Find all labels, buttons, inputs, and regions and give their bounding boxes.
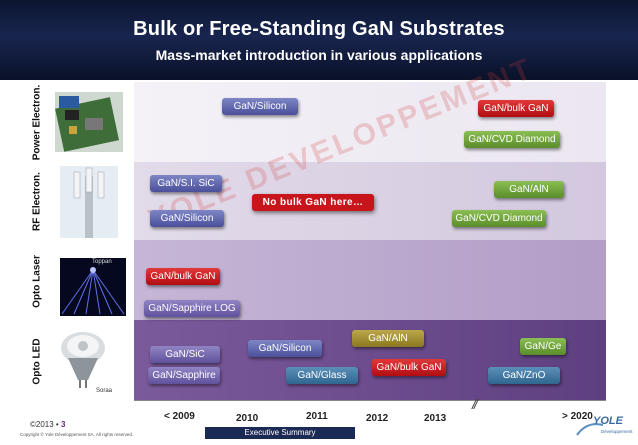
copyright-text: ©2013 • xyxy=(30,420,59,429)
tag-power-gan-cvd-diamond: GaN/CVD Diamond xyxy=(464,131,560,148)
tag-laser-gan-sapphire-log: GaN/Sapphire LOG xyxy=(144,300,240,317)
tag-rf-gan-silicon: GaN/Silicon xyxy=(150,210,224,227)
row-label-rf: RF Electron. xyxy=(31,172,43,231)
row-label-led: Opto LED xyxy=(31,338,43,385)
tag-led-gan-zno: GaN/ZnO xyxy=(488,367,560,384)
tag-rf-gan-aln: GaN/AlN xyxy=(494,181,564,198)
laser-caption: Toppan xyxy=(92,259,112,265)
row-label-power: Power Electron. xyxy=(31,84,43,161)
tag-led-gan-ge: GaN/Ge xyxy=(520,338,566,355)
tag-led-gan-bulk: GaN/bulk GaN xyxy=(372,359,446,376)
tick-2011: 2011 xyxy=(306,411,328,422)
rf-tower-photo xyxy=(60,166,118,238)
tag-laser-gan-bulk: GaN/bulk GaN xyxy=(146,268,220,285)
slide-title: Bulk or Free-Standing GaN Substrates xyxy=(133,18,505,40)
led-bulb-photo xyxy=(61,332,105,388)
row-label-laser: Opto Laser xyxy=(31,255,43,308)
tag-led-gan-sapphire: GaN/Sapphire xyxy=(148,367,220,384)
tag-rf-gan-cvd-diamond: GaN/CVD Diamond xyxy=(452,210,546,227)
tag-led-gan-aln: GaN/AlN xyxy=(352,330,424,347)
slide-subtitle: Mass-market introduction in various appl… xyxy=(155,47,483,63)
tick-gt-2020: > 2020 xyxy=(562,411,593,422)
yole-logo-mark xyxy=(576,423,604,436)
copyright-line: ©2013 • 3 xyxy=(30,420,65,429)
title-banner: Bulk or Free-Standing GaN Substrates Mas… xyxy=(0,0,638,80)
power-module-photo xyxy=(55,92,123,152)
section-label: Executive Summary xyxy=(205,427,355,439)
laser-photo xyxy=(60,258,126,316)
page-number: 3 xyxy=(60,420,66,429)
tag-power-gan-silicon: GaN/Silicon xyxy=(222,98,298,115)
tick-2010: 2010 xyxy=(236,413,259,424)
tick-2012: 2012 xyxy=(366,413,389,424)
logo-subtext: Développement xyxy=(601,429,633,434)
tick-lt-2009: < 2009 xyxy=(164,411,195,422)
tag-led-gan-sic: GaN/SiC xyxy=(150,346,220,363)
tag-led-gan-silicon: GaN/Silicon xyxy=(248,340,322,357)
power-electronics-band xyxy=(134,82,606,162)
tag-rf-gan-si-sic: GaN/S.I. SiC xyxy=(150,175,222,192)
tag-led-gan-glass: GaN/Glass xyxy=(286,367,358,384)
axis-break-mark: // xyxy=(472,396,478,412)
led-caption: Soraa xyxy=(96,388,113,394)
tag-power-gan-bulk: GaN/bulk GaN xyxy=(478,100,554,117)
logo-text: YOLE xyxy=(593,415,623,427)
yole-logo: YOLE Développement xyxy=(575,415,635,440)
no-bulk-gan-banner: No bulk GaN here… xyxy=(252,194,374,211)
rights-text: Copyright © Yole Développement SA. All r… xyxy=(20,432,134,437)
timeline-axis xyxy=(134,400,606,401)
tick-2013: 2013 xyxy=(424,413,447,424)
